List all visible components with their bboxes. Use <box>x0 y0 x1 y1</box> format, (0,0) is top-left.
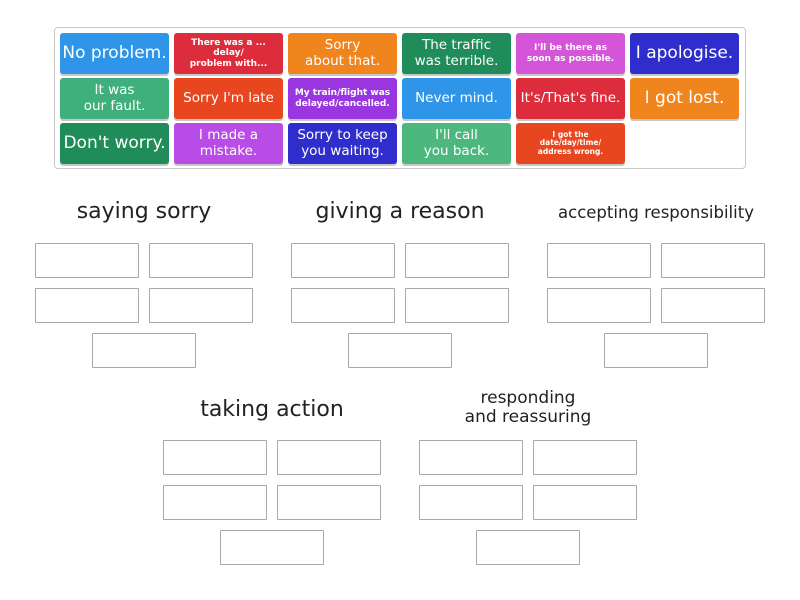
drop-slot[interactable] <box>405 243 509 278</box>
drop-slot[interactable] <box>149 288 253 323</box>
tile-i-made-a-mistake[interactable]: I made a mistake. <box>174 123 283 164</box>
drop-slot[interactable] <box>547 243 651 278</box>
drop-slot[interactable] <box>163 485 267 520</box>
category-heading-accepting-responsibility: accepting responsibility <box>558 203 754 222</box>
drop-slot[interactable] <box>419 440 523 475</box>
drop-slot[interactable] <box>149 243 253 278</box>
tile-got-the-date-wrong[interactable]: I got the date/day/time/ address wrong. <box>516 123 625 164</box>
drop-slot[interactable] <box>35 288 139 323</box>
tile-its-thats-fine[interactable]: It's/That's fine. <box>516 78 625 119</box>
category-heading-saying-sorry: saying sorry <box>76 199 212 224</box>
tile-sorry-im-late[interactable]: Sorry I'm late <box>174 78 283 119</box>
drop-slot[interactable] <box>661 243 765 278</box>
tile-sorry-about-that[interactable]: Sorry about that. <box>288 33 397 74</box>
answer-tray: No problem. There was a ... delay/ probl… <box>54 27 746 169</box>
tile-traffic-was-terrible[interactable]: The traffic was terrible. <box>402 33 511 74</box>
tile-dont-worry[interactable]: Don't worry. <box>60 123 169 164</box>
drop-slot[interactable] <box>533 440 637 475</box>
drop-slot[interactable] <box>92 333 196 368</box>
drop-slot[interactable] <box>476 530 580 565</box>
drop-slot[interactable] <box>277 440 381 475</box>
drop-slot[interactable] <box>661 288 765 323</box>
tile-ill-call-you-back[interactable]: I'll call you back. <box>402 123 511 164</box>
drop-slot[interactable] <box>419 485 523 520</box>
category-heading-taking-action: taking action <box>200 397 344 422</box>
tile-i-got-lost[interactable]: I got lost. <box>630 78 739 119</box>
tile-never-mind[interactable]: Never mind. <box>402 78 511 119</box>
category-heading-responding-and-reassuring: responding and reassuring <box>464 388 592 427</box>
drop-slot[interactable] <box>604 333 708 368</box>
tile-i-apologise[interactable]: I apologise. <box>630 33 739 74</box>
tile-train-flight-delayed[interactable]: My train/flight was delayed/cancelled. <box>288 78 397 119</box>
drop-slot[interactable] <box>547 288 651 323</box>
drop-slot[interactable] <box>277 485 381 520</box>
tile-there-was-a-delay[interactable]: There was a ... delay/ problem with... <box>174 33 283 74</box>
drop-slot[interactable] <box>533 485 637 520</box>
drop-slot[interactable] <box>348 333 452 368</box>
drop-slot[interactable] <box>291 288 395 323</box>
drop-slot[interactable] <box>35 243 139 278</box>
tile-no-problem[interactable]: No problem. <box>60 33 169 74</box>
drop-slot[interactable] <box>220 530 324 565</box>
drop-slot[interactable] <box>163 440 267 475</box>
tile-it-was-our-fault[interactable]: It was our fault. <box>60 78 169 119</box>
drop-slot[interactable] <box>405 288 509 323</box>
tile-ill-be-there-asap[interactable]: I'll be there as soon as possible. <box>516 33 625 74</box>
category-heading-giving-a-reason: giving a reason <box>315 199 485 224</box>
drop-slot[interactable] <box>291 243 395 278</box>
tile-sorry-to-keep-you-waiting[interactable]: Sorry to keep you waiting. <box>288 123 397 164</box>
